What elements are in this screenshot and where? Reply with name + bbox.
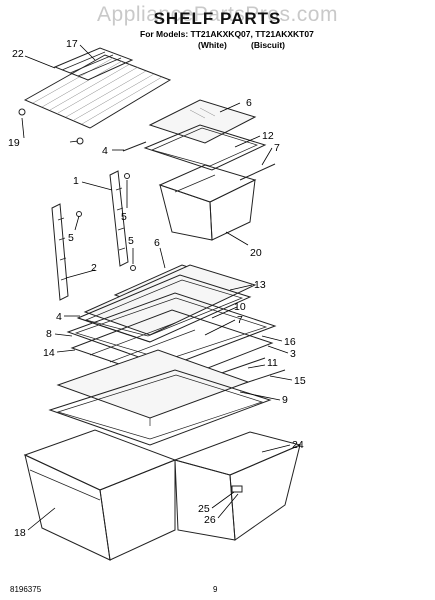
trim-strip-upper	[239, 163, 276, 181]
callout-26: 26	[204, 514, 216, 526]
callout-18: 18	[14, 527, 26, 539]
page-title: SHELF PARTS	[153, 9, 282, 28]
crisper-drawer-frame	[48, 369, 272, 446]
mid-shelf-frame	[76, 274, 252, 343]
leader-lines	[21, 44, 293, 531]
crisper-cover-frame	[66, 292, 277, 368]
callout-5-left: 5	[68, 232, 74, 244]
shelf-ladder-right	[109, 170, 129, 267]
watermark: AppliancePartsPros.com	[97, 3, 338, 26]
callout-5-lower: 5	[128, 235, 134, 247]
callout-2: 2	[91, 262, 97, 274]
model-list: For Models: TT21AKXKQ07, TT21AKXKT07	[140, 29, 314, 39]
callout-4-upper: 4	[102, 145, 108, 157]
callout-20: 20	[250, 247, 262, 259]
callout-10: 10	[234, 301, 246, 313]
variant-white: (White)	[198, 40, 227, 50]
callout-6-mid: 6	[154, 237, 160, 249]
callout-11: 11	[267, 357, 278, 369]
callout-14: 14	[43, 347, 55, 359]
callout-15: 15	[294, 375, 306, 387]
crisper-drawer-left	[23, 429, 177, 561]
callout-7-mid: 7	[237, 314, 243, 326]
callout-25: 25	[198, 503, 210, 515]
document-number: 8196375	[10, 585, 42, 594]
front-rail-upper	[122, 141, 147, 152]
upper-glass-shelf	[148, 99, 257, 144]
callout-19: 19	[8, 137, 20, 149]
callout-3: 3	[290, 348, 296, 360]
callout-13: 13	[254, 279, 266, 291]
shelf-ladder-left	[51, 203, 69, 301]
callout-17: 17	[66, 38, 78, 50]
callout-4-mid: 4	[56, 311, 62, 323]
callout-9: 9	[282, 394, 288, 406]
crisper-drawer-right	[173, 431, 302, 541]
callout-8: 8	[46, 328, 52, 340]
callout-5-right: 5	[121, 211, 127, 223]
callout-24: 24	[292, 439, 304, 451]
variant-biscuit: (Biscuit)	[251, 40, 285, 50]
callout-12: 12	[262, 130, 274, 142]
callout-16: 16	[284, 336, 296, 348]
callout-22: 22	[12, 48, 24, 60]
callout-1: 1	[73, 175, 79, 187]
upper-shelf-frame	[143, 124, 267, 171]
crisper-lower-glass	[56, 349, 250, 426]
freezer-wire-shelf	[23, 47, 172, 129]
deli-drawer	[158, 164, 257, 241]
callout-6-upper: 6	[246, 97, 252, 109]
shelf-support-peg-19	[18, 108, 84, 145]
drawer-stop	[231, 485, 243, 493]
callout-7-upper: 7	[274, 142, 280, 154]
page-number: 9	[213, 585, 218, 594]
